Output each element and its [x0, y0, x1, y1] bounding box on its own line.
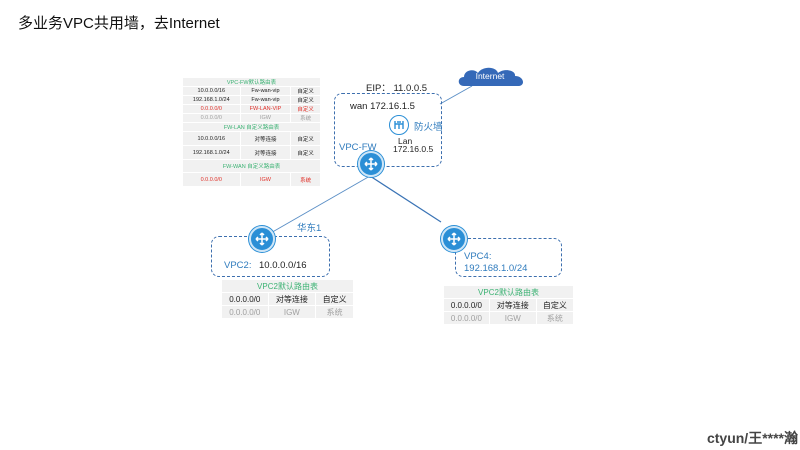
vpc4-table-title: VPC2默认路由表: [444, 286, 573, 299]
page-title: 多业务VPC共用墙，去Internet: [18, 15, 220, 32]
table-cell: 自定义: [290, 145, 320, 160]
vpc4-box: [455, 238, 562, 277]
table-row: 192.168.1.0/24 Fw-wan-vip 自定义: [183, 95, 320, 105]
table-cell: 对等连接: [267, 292, 316, 306]
table-cell: 自定义: [535, 298, 573, 312]
table-cell: 0.0.0.0/0: [222, 305, 269, 319]
internet-cloud-icon: [458, 67, 524, 86]
table-cell: FW-LAN-VIP: [239, 104, 291, 114]
fw-lan-table-title: FW-LAN 自定义路由表: [183, 122, 320, 132]
lan-label: Lan: [398, 136, 413, 146]
table-cell: 系统: [290, 172, 320, 187]
vpc2-router-icon: [249, 226, 275, 252]
table-row: 192.168.1.0/24 对等连接 自定义: [183, 145, 320, 160]
table-row: 0.0.0.0/0 FW-LAN-VIP 自定义: [183, 104, 320, 114]
link-fw-internet: [439, 85, 473, 105]
vpc2-table-title: VPC2默认路由表: [222, 280, 353, 293]
table-cell: 系统: [315, 305, 353, 319]
vpc4-name: VPC4:: [464, 251, 492, 262]
link-fw-vpc4: [369, 175, 442, 223]
table-cell: 192.168.1.0/24: [183, 145, 241, 160]
vpc4-cidr: 192.168.1.0/24: [464, 263, 528, 274]
table-row: 0.0.0.0/0 IGW 系统: [183, 172, 320, 187]
table-row: 10.0.0.0/16 对等连接 自定义: [183, 131, 320, 146]
table-cell: 10.0.0.0/16: [183, 86, 241, 96]
table-cell: 0.0.0.0/0: [183, 104, 241, 114]
table-cell: IGW: [239, 113, 291, 123]
eip-label: EIP： 11.0.0.5: [366, 83, 428, 94]
table-cell: 自定义: [290, 86, 320, 96]
vpc4-route-table: VPC2默认路由表 0.0.0.0/0 对等连接 自定义 0.0.0.0/0 I…: [444, 286, 573, 325]
table-row: 0.0.0.0/0 IGW 系统: [183, 113, 320, 123]
table-cell: 自定义: [290, 131, 320, 146]
table-cell: IGW: [267, 305, 316, 319]
vpc4-router-icon: [441, 226, 467, 252]
firewall-icon: [389, 115, 409, 135]
table-cell: IGW: [488, 311, 537, 325]
vpcfw-table-title: VPC-FW默认路由表: [183, 78, 320, 87]
table-row: 0.0.0.0/0 IGW 系统: [222, 305, 353, 319]
wan-label: wan 172.16.1.5: [350, 101, 415, 112]
table-row: 0.0.0.0/0 对等连接 自定义: [222, 292, 353, 306]
vpc-fw-router-icon: [358, 151, 384, 177]
table-cell: 自定义: [290, 95, 320, 105]
vpc2-cidr: 10.0.0.0/16: [259, 260, 307, 271]
vpc-fw-box: [334, 93, 442, 167]
table-cell: 0.0.0.0/0: [183, 172, 241, 187]
table-cell: 对等连接: [239, 145, 291, 160]
table-cell: 自定义: [315, 292, 353, 306]
region-label: 华东1: [297, 223, 322, 234]
table-row: 0.0.0.0/0 IGW 系统: [444, 311, 573, 325]
watermark: ctyun/王****瀚: [706, 430, 798, 446]
vpc-fw-label: VPC-FW: [339, 142, 377, 153]
lan-ip-label: 172.16.0.5: [393, 144, 434, 154]
table-cell: 192.168.1.0/24: [183, 95, 241, 105]
table-cell: 对等连接: [239, 131, 291, 146]
vpc2-route-table: VPC2默认路由表 0.0.0.0/0 对等连接 自定义 0.0.0.0/0 I…: [222, 280, 353, 319]
fw-wan-table-title: FW-WAN 自定义路由表: [183, 159, 320, 173]
table-cell: 0.0.0.0/0: [444, 311, 490, 325]
table-cell: 0.0.0.0/0: [222, 292, 269, 306]
table-row: 0.0.0.0/0 对等连接 自定义: [444, 298, 573, 312]
table-cell: 对等连接: [488, 298, 537, 312]
table-cell: IGW: [239, 172, 291, 187]
table-cell: Fw-wan-vip: [239, 86, 291, 96]
table-cell: 自定义: [290, 104, 320, 114]
firewall-label: 防火墙: [414, 122, 443, 133]
vpc2-name: VPC2:: [224, 260, 252, 271]
internet-label: Internet: [475, 71, 505, 81]
table-cell: Fw-wan-vip: [239, 95, 291, 105]
table-cell: 0.0.0.0/0: [444, 298, 490, 312]
vpcfw-route-table: VPC-FW默认路由表 10.0.0.0/16 Fw-wan-vip 自定义 1…: [183, 78, 320, 187]
link-fw-vpc2: [261, 175, 371, 239]
table-cell: 系统: [535, 311, 573, 325]
table-cell: 系统: [290, 113, 320, 123]
table-cell: 10.0.0.0/16: [183, 131, 241, 146]
table-cell: 0.0.0.0/0: [183, 113, 241, 123]
table-row: 10.0.0.0/16 Fw-wan-vip 自定义: [183, 86, 320, 96]
